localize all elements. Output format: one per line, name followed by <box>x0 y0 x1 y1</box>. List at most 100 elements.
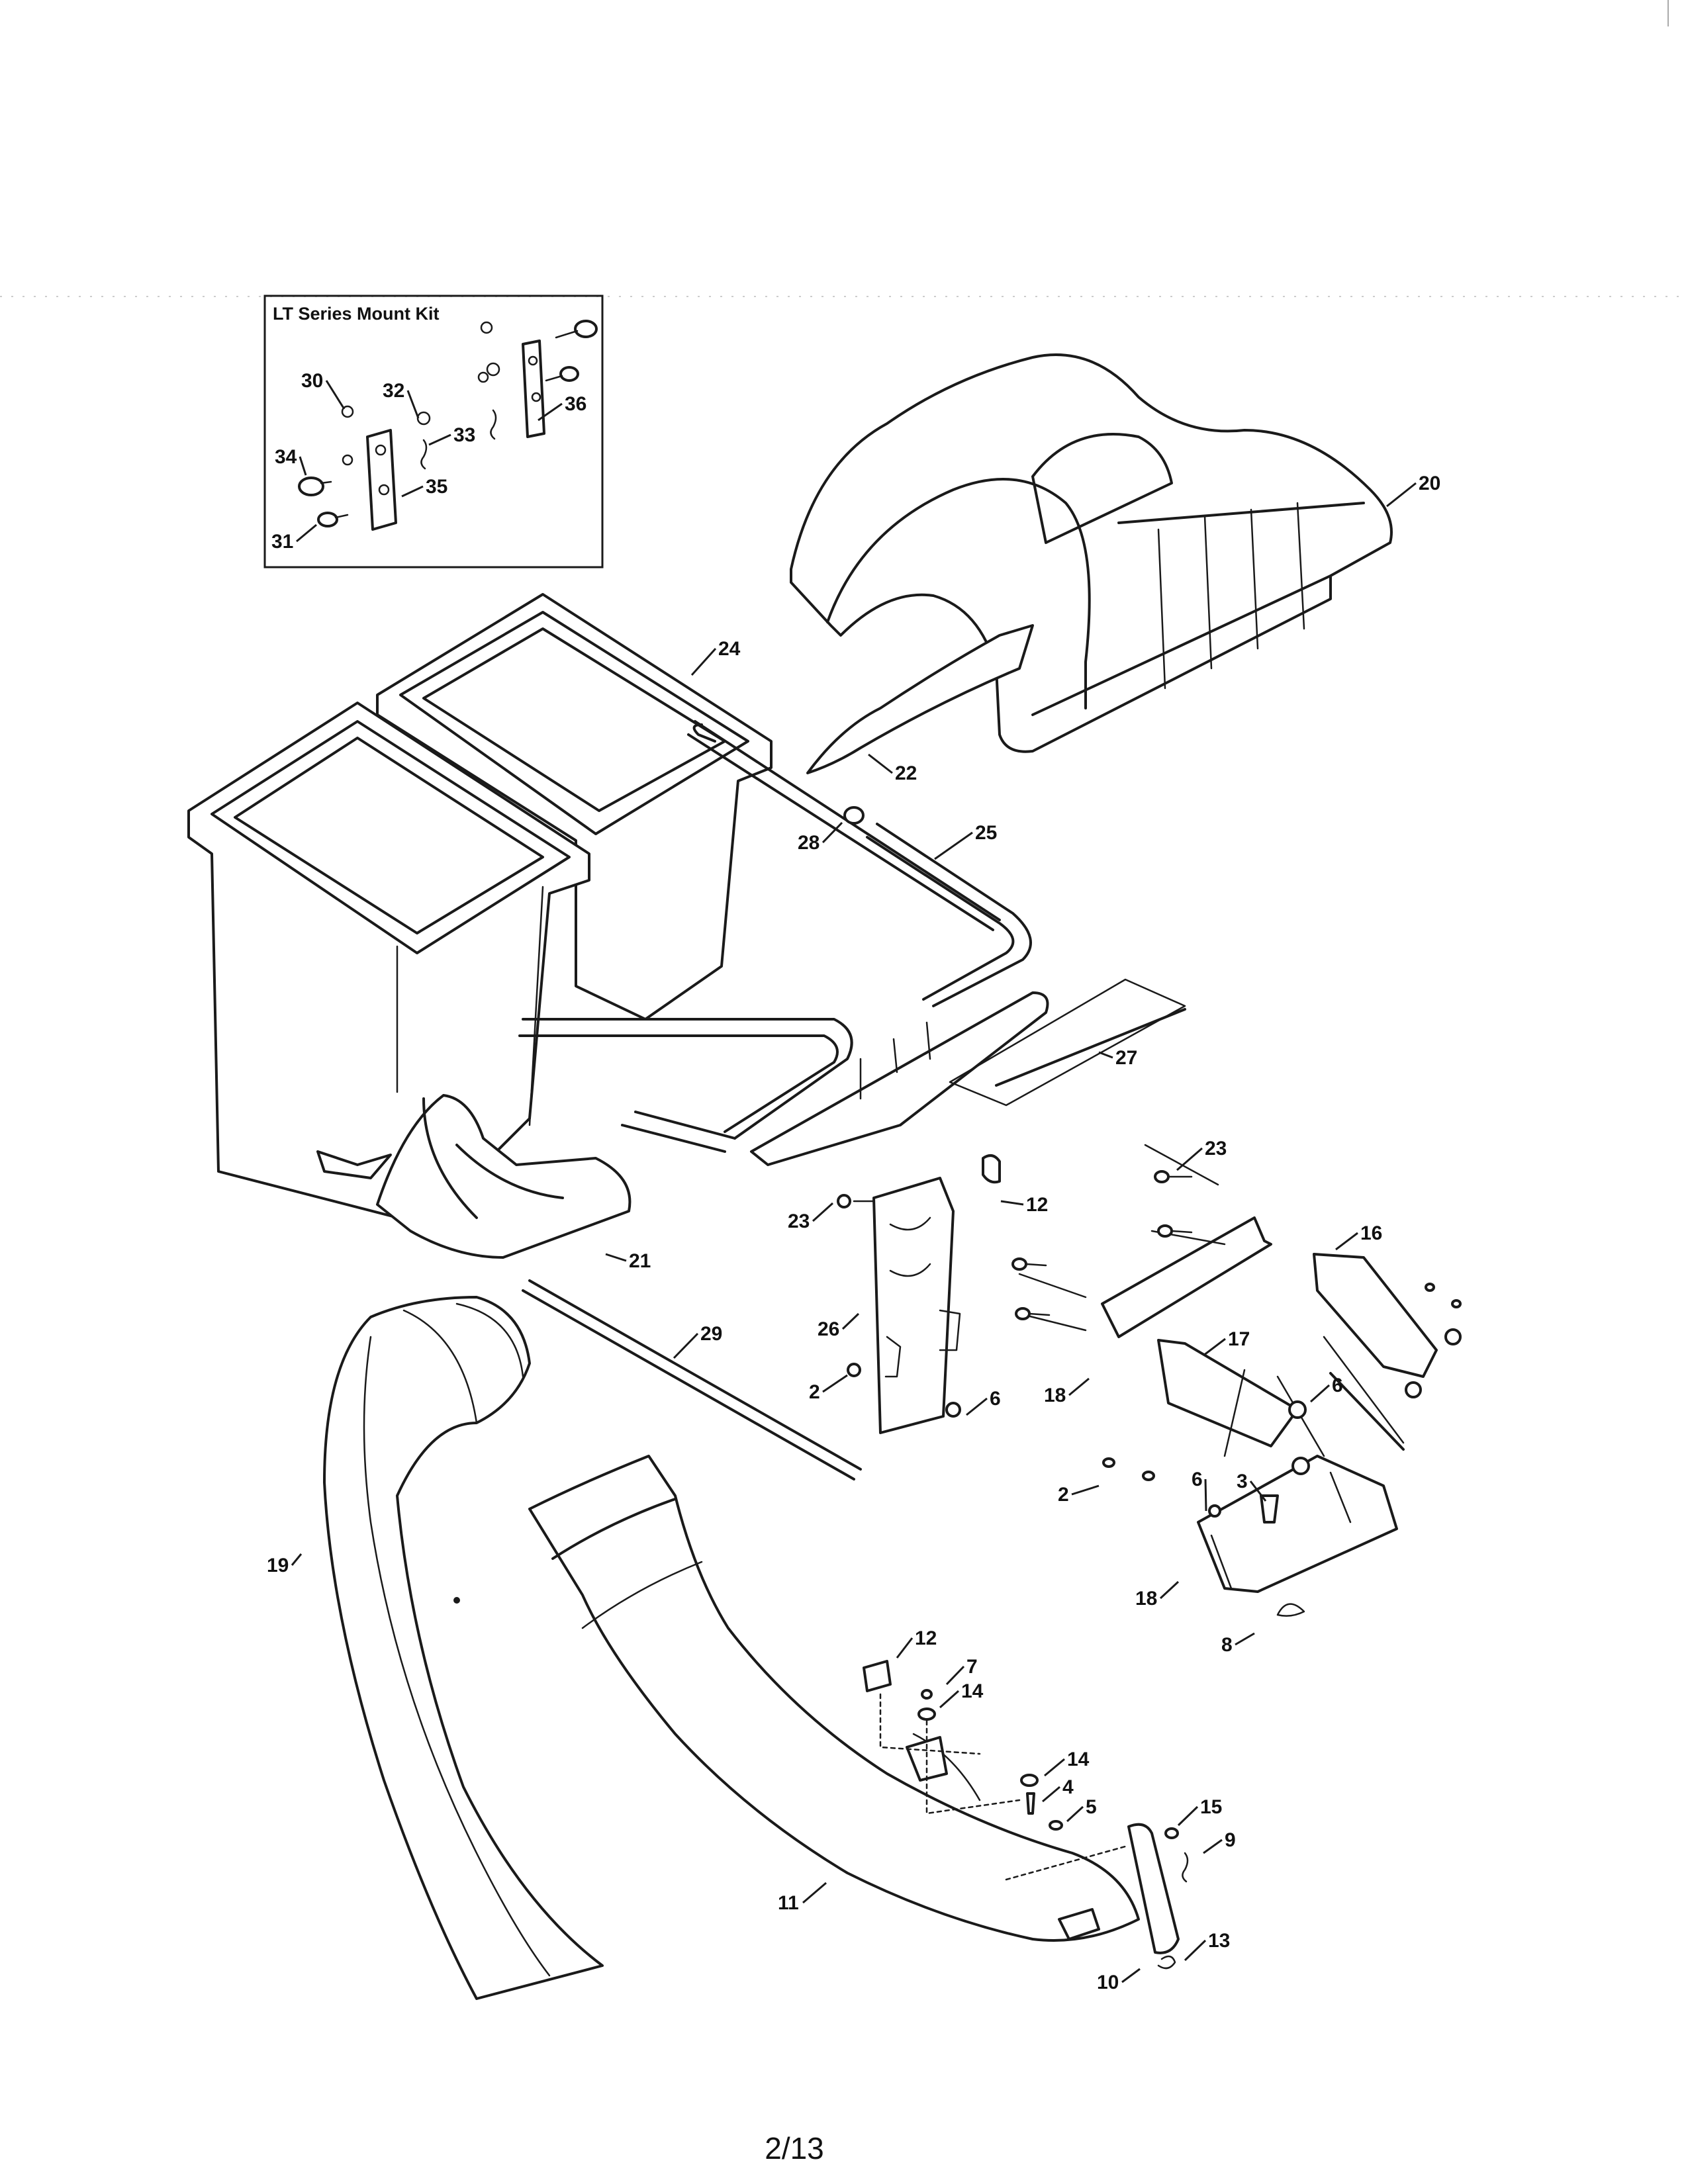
callout-leader-line <box>841 1312 860 1330</box>
callout-label: 23 <box>1205 1138 1227 1160</box>
callout-label: 15 <box>1200 1796 1222 1818</box>
callout-label: 30 <box>301 370 323 392</box>
callout-label: 12 <box>1026 1194 1048 1216</box>
callout-label: 22 <box>895 762 917 784</box>
callout-leader-line <box>1176 1147 1203 1171</box>
callout-label: 17 <box>1228 1328 1250 1350</box>
callout-label: 6 <box>1192 1469 1203 1490</box>
callout-label: 31 <box>271 531 293 553</box>
callout-leader-line <box>1386 482 1417 508</box>
callout-label: 32 <box>383 380 404 402</box>
callout-leader-line <box>1071 1484 1100 1496</box>
callout-leader-line <box>945 1665 965 1686</box>
callout-label: 2 <box>809 1381 820 1403</box>
callout-label: 34 <box>275 446 297 468</box>
callout-leader-line <box>1066 1805 1084 1823</box>
callout-leader-line <box>690 647 717 676</box>
callout-leader-line <box>673 1332 699 1359</box>
callout-label: 20 <box>1419 473 1440 494</box>
callout-label: 21 <box>629 1250 651 1272</box>
callout-leader-line <box>299 456 307 476</box>
callout-leader-line <box>325 380 346 410</box>
page-number: 2/13 <box>765 2131 824 2165</box>
callout-leader-line <box>966 1397 988 1416</box>
callout-leader-line <box>1121 1968 1141 1983</box>
callout-label: 16 <box>1360 1222 1382 1244</box>
hitch-bracket-assembly <box>1018 1144 1462 1617</box>
callout-leader-line <box>1310 1384 1330 1403</box>
callout-label: 28 <box>798 832 820 854</box>
callout-label: 6 <box>1332 1375 1343 1396</box>
callout-leader-line <box>1204 1479 1207 1512</box>
callout-label: 6 <box>990 1388 1001 1410</box>
callout-leader-line <box>291 1553 303 1566</box>
deflector-flap <box>806 624 1034 774</box>
callout-label: 7 <box>966 1656 978 1678</box>
callout-label: 11 <box>778 1892 799 1914</box>
callout-leader-line <box>1203 1338 1226 1357</box>
callout-label: 8 <box>1221 1634 1233 1656</box>
callout-leader-line <box>401 485 424 498</box>
callout-label: 36 <box>565 393 586 415</box>
callout-leader-line <box>802 1882 827 1904</box>
callout-label: 10 <box>1097 1972 1119 1993</box>
callout-leader-line <box>1335 1232 1358 1251</box>
callout-label: 18 <box>1044 1385 1066 1406</box>
callout-label: 14 <box>1067 1749 1090 1770</box>
callout-label: 5 <box>1086 1796 1097 1818</box>
callout-leader-line <box>896 1637 914 1659</box>
mount-kit-title: LT Series Mount Kit <box>273 304 440 324</box>
knob-28 <box>843 806 865 825</box>
callout-leader-line <box>1184 1939 1207 1962</box>
callout-leader-line <box>1098 1051 1113 1059</box>
frame-tube <box>518 720 1049 1166</box>
callout-label: 9 <box>1225 1829 1236 1851</box>
callout-leader-line <box>822 1374 848 1393</box>
callout-leader-line <box>538 402 563 422</box>
callout-leader-line <box>1159 1580 1180 1600</box>
callout-leader-line <box>812 1202 834 1222</box>
callout-label: 24 <box>718 638 741 660</box>
callout-leader-line <box>1044 1758 1065 1777</box>
callout-leader-line <box>1177 1805 1199 1827</box>
callout-label: 29 <box>700 1323 722 1345</box>
callout-leader-line <box>1068 1377 1090 1396</box>
center-bracket <box>837 1177 961 1434</box>
callout-leader-line <box>296 523 317 543</box>
callout-leader-line <box>1042 1786 1060 1803</box>
callout-leader-line <box>1000 1200 1024 1206</box>
callout-label: 12 <box>915 1627 937 1649</box>
callout-label: 4 <box>1062 1776 1074 1798</box>
callout-label: 14 <box>961 1680 984 1702</box>
callout-label: 35 <box>426 476 447 498</box>
top-cover <box>790 353 1393 753</box>
callout-leader-line <box>868 753 893 774</box>
callout-leader-line <box>605 1253 627 1262</box>
discharge-chute-upper <box>323 1296 604 2000</box>
callout-label: 25 <box>975 822 997 844</box>
mount-kit-inset: LT Series Mount Kit <box>263 295 604 569</box>
discharge-chute-lower <box>528 1455 1140 1942</box>
callout-label: 13 <box>1208 1930 1230 1952</box>
rod-29 <box>522 1279 862 1480</box>
support-rod <box>949 978 1186 1107</box>
callout-label: 27 <box>1115 1047 1137 1069</box>
callout-leader-line <box>1203 1839 1223 1854</box>
callout-label: 18 <box>1135 1588 1157 1610</box>
callout-leader-line <box>1249 1480 1267 1502</box>
callout-label: 3 <box>1237 1471 1248 1492</box>
callout-leader-line <box>1235 1632 1255 1646</box>
callout-leader-line <box>821 821 843 844</box>
callout-label: 2 <box>1058 1484 1069 1506</box>
callout-leader-line <box>939 1690 959 1709</box>
callout-leader-line <box>934 831 973 860</box>
fastener-bolts <box>1011 1170 1462 1481</box>
callout-leader-line <box>406 390 420 419</box>
callout-label: 19 <box>267 1555 289 1576</box>
knob-12 <box>982 1154 1001 1184</box>
callout-label: 23 <box>788 1210 810 1232</box>
callout-leader-line <box>428 433 451 446</box>
bagger-bags <box>187 593 773 1259</box>
